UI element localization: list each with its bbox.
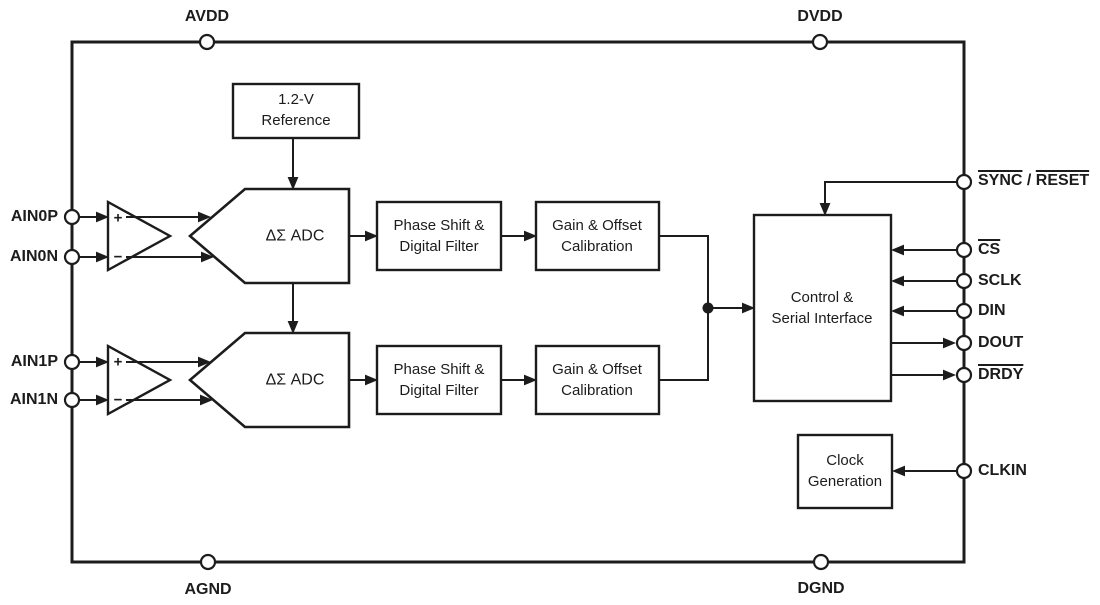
pin-label-dvdd: DVDD [797, 8, 843, 25]
wire-ain1p [79, 356, 211, 368]
reference-line1: 1.2-V [278, 91, 314, 108]
pin-label-sync-reset: SYNC / RESET [978, 172, 1089, 190]
clock-line1: Clock [826, 452, 864, 469]
wire-gain1-to-junction [659, 308, 709, 381]
sync-label-part: SYNC [978, 172, 1023, 189]
pin-label-din: DIN [978, 302, 1006, 319]
pin-circle-ain0n [63, 248, 81, 266]
amp0-minus-sign: − [113, 248, 123, 266]
phase1-line2: Digital Filter [399, 382, 479, 399]
sync-reset-separator: / [1022, 172, 1036, 189]
reference-line2: Reference [261, 112, 331, 129]
wire-ain0p [79, 211, 211, 223]
wire-cs [891, 244, 957, 256]
pin-label-ain1p: AIN1P [10, 353, 58, 370]
phase-filter-0-block [375, 200, 503, 272]
wire-drdy [891, 369, 956, 381]
pin-circle-avdd [198, 33, 216, 51]
wire-adc0-to-phase0 [349, 230, 378, 242]
pin-circle-sclk [955, 272, 973, 290]
pin-label-dgnd: DGND [797, 580, 845, 597]
pin-circle-ain0p [63, 208, 81, 226]
drdy-label-part: DRDY [978, 366, 1024, 383]
pin-circle-agnd [199, 553, 217, 571]
phase0-line1: Phase Shift & [393, 217, 485, 234]
pin-circle-dout [955, 334, 973, 352]
wire-sync-reset [819, 181, 957, 216]
gain1-line1: Gain & Offset [552, 361, 642, 378]
phase-filter-1-label: Phase Shift & Digital Filter [394, 359, 485, 401]
pin-label-drdy: DRDY [978, 366, 1023, 384]
wire-phase1-to-gain1 [501, 374, 537, 386]
reset-label-part: RESET [1035, 172, 1090, 189]
wire-gain0-to-junction [659, 235, 709, 308]
wire-sclk [891, 275, 957, 287]
pin-circle-clkin [955, 462, 973, 480]
wire-reference-to-adc0 [287, 138, 299, 190]
pin-circle-ain1n [63, 391, 81, 409]
adc-1-label: ΔΣ ADC [265, 371, 325, 389]
pin-circle-ain1p [63, 353, 81, 371]
gain1-line2: Calibration [561, 382, 633, 399]
cs-label-part: CS [978, 241, 1001, 258]
pin-label-ain0n: AIN0N [9, 248, 58, 265]
adc-0-label: ΔΣ ADC [265, 227, 325, 245]
adc-0-pentagon [187, 187, 351, 285]
pin-label-avdd: AVDD [184, 8, 230, 25]
phase-filter-0-label: Phase Shift & Digital Filter [394, 215, 485, 257]
pin-label-ain0p: AIN0P [10, 208, 58, 225]
wire-din [891, 305, 957, 317]
wire-phase0-to-gain0 [501, 230, 537, 242]
pin-circle-din [955, 302, 973, 320]
wire-ain0n [79, 251, 214, 263]
pin-circle-dgnd [812, 553, 830, 571]
phase0-line2: Digital Filter [399, 238, 479, 255]
control-line1: Control & [790, 289, 854, 306]
pin-label-clkin: CLKIN [978, 462, 1027, 479]
wire-adc0-to-adc1 [287, 283, 299, 334]
control-line2: Serial Interface [771, 310, 873, 327]
chip-boundary [70, 40, 966, 564]
wire-ain1n [79, 394, 213, 406]
adc-1-pentagon [187, 331, 351, 429]
pin-label-dout: DOUT [978, 334, 1024, 351]
pin-label-sclk: SCLK [978, 272, 1022, 289]
amplifier-0-symbol [106, 199, 173, 273]
phase1-line1: Phase Shift & [393, 361, 485, 378]
wire-junction-to-control [708, 302, 755, 314]
clock-line2: Generation [807, 473, 883, 490]
control-serial-label: Control & Serial Interface [772, 287, 873, 329]
pin-circle-sync-reset [955, 173, 973, 191]
gain0-line2: Calibration [561, 238, 633, 255]
pin-label-agnd: AGND [184, 581, 232, 598]
pin-circle-cs [955, 241, 973, 259]
wire-adc1-to-phase1 [349, 374, 378, 386]
amp1-plus-sign: + [113, 353, 123, 371]
wire-clkin [892, 465, 957, 477]
pin-circle-drdy [955, 366, 973, 384]
pin-circle-dvdd [811, 33, 829, 51]
pin-label-cs: CS [978, 241, 1000, 259]
reference-block [231, 82, 361, 140]
pin-label-ain1n: AIN1N [9, 391, 58, 408]
gain0-line1: Gain & Offset [552, 217, 642, 234]
amp0-plus-sign: + [113, 209, 123, 227]
wire-dout [891, 337, 956, 349]
amp1-minus-sign: − [113, 391, 123, 409]
reference-block-label: 1.2-V Reference [261, 89, 330, 131]
clock-generation-block [796, 433, 894, 510]
